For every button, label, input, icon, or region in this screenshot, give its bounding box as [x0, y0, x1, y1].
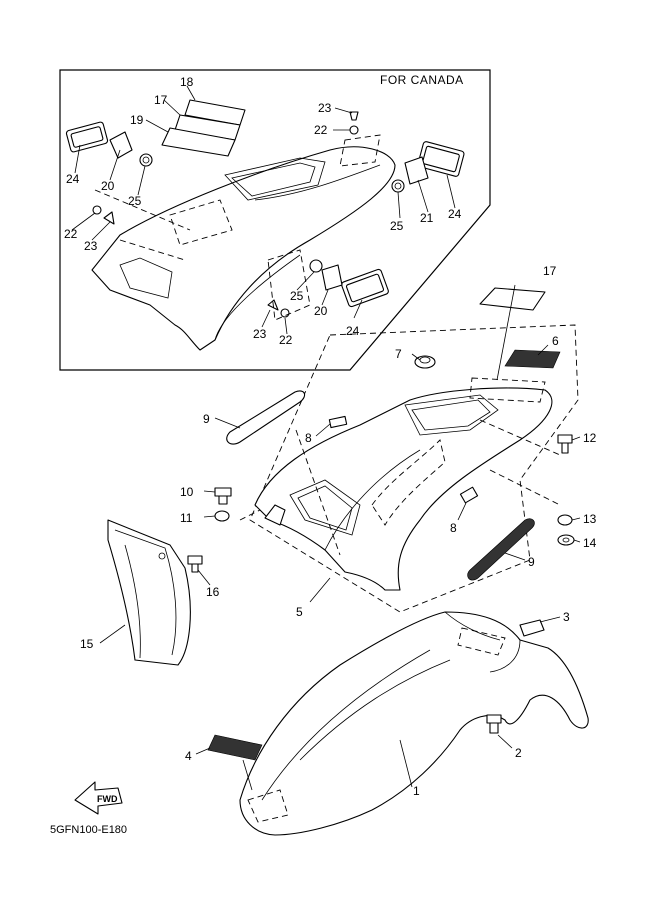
callout-i24a: 24 [66, 172, 80, 186]
inset-decal-19 [161, 127, 236, 157]
bolt-12 [557, 434, 573, 454]
side-cover-assembly: 17 6 7 9 8 12 10 11 13 14 8 9 5 [180, 264, 597, 619]
side-cover [254, 387, 553, 591]
callout-i25b: 25 [390, 219, 404, 233]
bolt-16 [187, 555, 203, 573]
washer-14 [557, 534, 575, 546]
callout-i23b: 23 [318, 101, 332, 115]
fwd-arrow: FWD [74, 781, 123, 815]
callout-i22c: 22 [279, 333, 293, 347]
callout-8a: 8 [305, 431, 312, 445]
mud-flap: 16 15 [80, 519, 220, 666]
callout-7: 7 [395, 347, 402, 361]
callout-17: 17 [543, 264, 557, 278]
callout-i21: 21 [420, 211, 434, 225]
inset-reflector-right [349, 111, 465, 193]
callout-10: 10 [180, 485, 194, 499]
callout-i22b: 22 [314, 123, 328, 137]
bolt-10 [214, 487, 232, 505]
callout-14: 14 [583, 536, 597, 550]
callout-i20a: 20 [101, 179, 115, 193]
graphic-9-lower [467, 518, 535, 581]
callout-i20b: 20 [314, 304, 328, 318]
callout-16: 16 [206, 585, 220, 599]
emblem-4 [207, 734, 263, 761]
graphic-9-upper [226, 390, 306, 445]
callout-6: 6 [552, 334, 559, 348]
callout-i17: 17 [154, 93, 168, 107]
callout-13: 13 [583, 512, 597, 526]
inset-reflector-left [65, 121, 153, 225]
callout-i24c: 24 [346, 324, 360, 338]
callout-i23a: 23 [84, 239, 98, 253]
canada-inset: FOR CANADA [59, 69, 491, 371]
callout-i25c: 25 [290, 289, 304, 303]
rear-fender: 3 2 4 1 [185, 610, 589, 836]
callout-i22a: 22 [64, 227, 78, 241]
callout-9b: 9 [528, 555, 535, 569]
bolt-2 [486, 714, 502, 734]
nut-13 [557, 514, 573, 526]
pad-8-lower [459, 486, 479, 504]
callout-i23c: 23 [253, 327, 267, 341]
callout-15: 15 [80, 637, 94, 651]
fwd-label: FWD [97, 794, 118, 804]
callout-i25a: 25 [128, 194, 142, 208]
callout-12: 12 [583, 431, 597, 445]
collar-11 [214, 510, 230, 522]
callout-3: 3 [563, 610, 570, 624]
callout-2: 2 [515, 746, 522, 760]
callout-9a: 9 [203, 412, 210, 426]
callout-4: 4 [185, 749, 192, 763]
callout-i18: 18 [180, 75, 194, 89]
callout-8b: 8 [450, 521, 457, 535]
callout-i24b: 24 [448, 207, 462, 221]
inset-title: FOR CANADA [380, 73, 464, 87]
callout-11: 11 [180, 511, 193, 525]
emblem-6 [504, 349, 561, 369]
pad-8-upper [328, 415, 348, 429]
damper-3 [519, 619, 545, 637]
callout-1: 1 [413, 784, 420, 798]
callout-5: 5 [296, 605, 303, 619]
inset-reflector-lower [267, 259, 389, 318]
damper-7 [414, 355, 436, 369]
callout-i19: 19 [130, 113, 144, 127]
inset-rear-fender [91, 146, 396, 351]
diagram-code: 5GFN100-E180 [50, 824, 127, 836]
